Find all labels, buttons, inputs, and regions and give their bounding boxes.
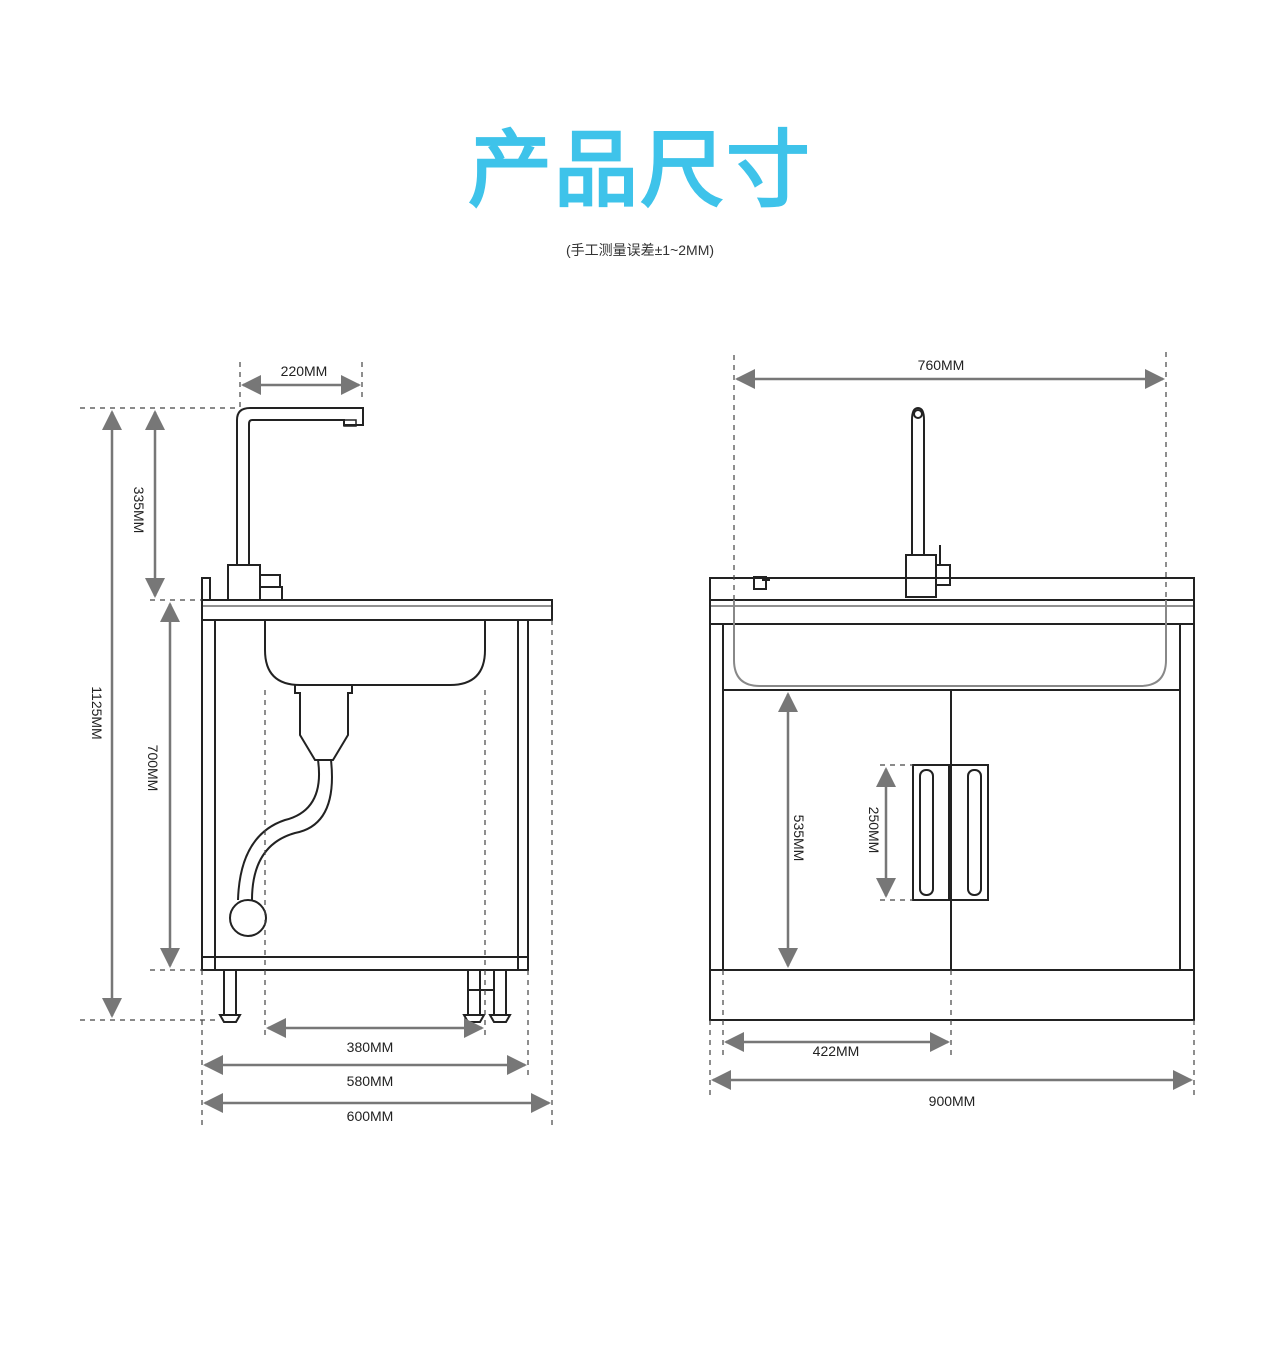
front-handle-left [912,764,950,901]
page-subtitle: (手工测量误差±1~2MM) [565,242,715,258]
side-dimension-arrows [102,375,551,1113]
side-leg-left [223,969,237,1016]
page-title: 产品尺寸 [467,121,812,219]
side-sink-bowl [264,620,486,686]
front-faucet-spout [911,406,925,556]
front-faucet-base [905,554,937,598]
label-leg-span: 380MM [347,1039,394,1055]
label-cabinet-height: 700MM [145,745,161,792]
side-guides [80,362,553,1130]
label-total-height: 1125MM [89,686,105,739]
side-leg-right [493,969,507,1016]
label-cabinet-depth: 580MM [347,1073,394,1089]
front-soap-dispenser [753,576,767,590]
side-countertop [201,599,553,621]
side-drain-ball [229,899,267,937]
side-faucet-base [227,564,261,601]
front-guides [709,352,1195,1100]
front-handle-right [950,764,989,901]
side-hose-outer [237,759,320,901]
front-sink-bowl [733,600,1167,687]
front-backsplash [709,577,1195,601]
side-hose-inner [251,759,333,901]
label-faucet-height: 335MM [131,487,147,534]
label-overall-width: 900MM [929,1093,976,1109]
side-drain [294,685,353,761]
front-countertop [709,599,1195,625]
label-overall-depth: 600MM [347,1108,394,1124]
front-view [709,406,1195,1021]
label-sink-width: 760MM [918,357,965,373]
side-backsplash [201,577,211,601]
title-wrap: 产品尺寸 [0,120,1280,220]
front-dimension-arrows [711,369,1193,1090]
label-door-height: 535MM [791,815,807,862]
front-cabinet [709,623,1195,1021]
label-faucet-reach: 220MM [281,363,328,379]
side-faucet-spout [236,407,364,565]
label-half-width: 422MM [813,1043,860,1059]
side-view [201,407,553,1023]
side-bottom-rail [201,956,529,971]
side-leg-mid [467,969,481,1016]
label-handle-height: 250MM [866,807,882,854]
